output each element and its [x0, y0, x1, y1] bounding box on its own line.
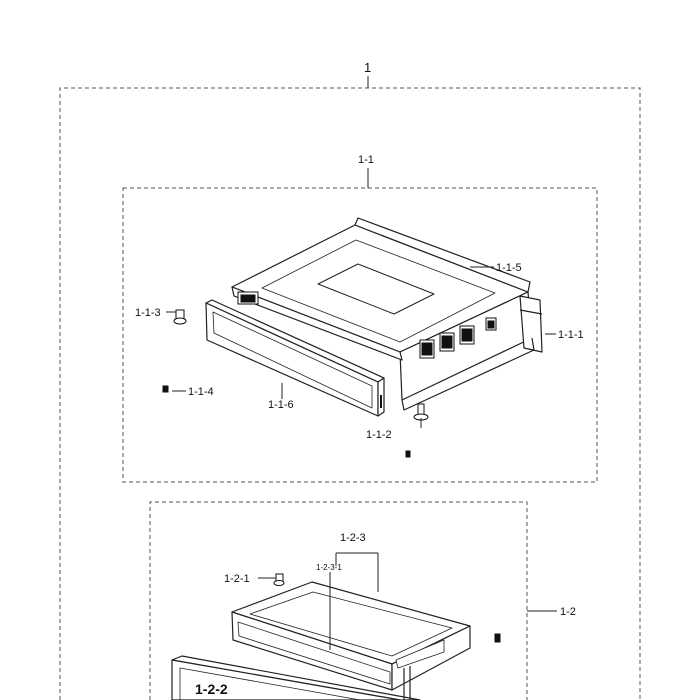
label-1-1-1: 1-1-1	[558, 329, 584, 341]
screw-1-1-4	[162, 385, 169, 393]
drawer-tray-part	[231, 581, 471, 691]
screw-small-bottom	[405, 450, 411, 458]
label-1: 1	[364, 60, 371, 75]
label-1-1-2: 1-1-2	[366, 429, 392, 441]
label-1-2-1: 1-2-1	[224, 573, 250, 585]
front-frame-part	[205, 299, 385, 417]
screw-1-1-3	[173, 309, 187, 325]
cabinet-left-bracket	[237, 291, 259, 305]
leaders-1-2	[258, 552, 379, 650]
label-1-1: 1-1	[358, 154, 374, 166]
label-1-2-3-1: 1-2-3-1	[316, 563, 342, 572]
label-1-1-6: 1-1-6	[268, 399, 294, 411]
assembly-1-boundary	[59, 87, 641, 700]
label-1-1-5: 1-1-5	[496, 262, 522, 274]
label-1-1-4: 1-1-4	[188, 386, 214, 398]
label-1-2: 1-2	[560, 606, 576, 618]
screw-1-1-2	[413, 403, 429, 421]
leaders-1-1	[166, 266, 556, 428]
group-1-2-boundary	[149, 501, 528, 700]
clip-part-right	[494, 633, 501, 643]
label-1-2-3: 1-2-3	[340, 532, 366, 544]
drawer-cabinet-housing	[231, 217, 543, 411]
cabinet-side-vents	[419, 317, 497, 359]
screw-1-2-1	[273, 573, 285, 586]
label-1-2-2: 1-2-2	[195, 681, 228, 697]
label-1-1-3: 1-1-3	[135, 307, 161, 319]
drawer-front-panel	[171, 655, 421, 700]
group-1-1-boundary	[122, 187, 598, 483]
